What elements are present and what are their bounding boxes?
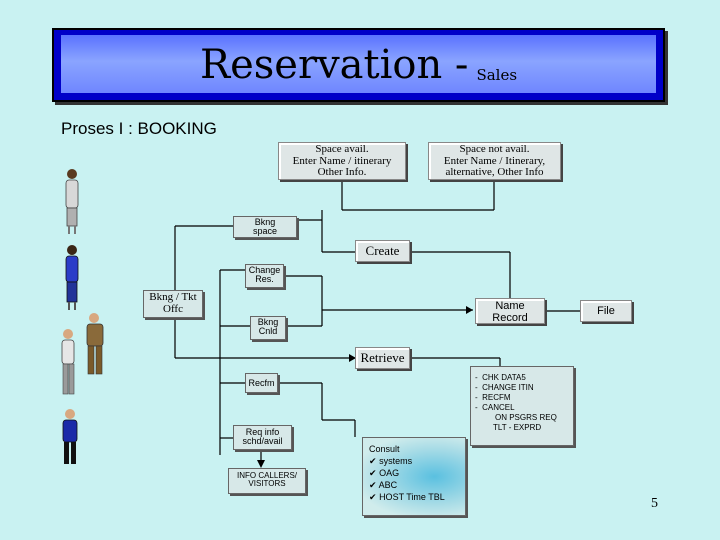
action-item: - CANCEL bbox=[475, 403, 515, 412]
file-box: File bbox=[580, 300, 632, 322]
actions-box: - CHK DATA5 - CHANGE ITIN - RECFM - CANC… bbox=[470, 366, 574, 446]
name-record-box: Name Record bbox=[475, 298, 545, 324]
space-not-avail-box: Space not avail. Enter Name / Itinerary,… bbox=[428, 142, 561, 180]
page-subtitle: Sales bbox=[476, 66, 518, 84]
consult-heading: Consult bbox=[369, 444, 400, 454]
page-title: Reservation - bbox=[199, 42, 469, 88]
action-extra: TLT - EXPRD bbox=[493, 423, 542, 432]
page-number: 5 bbox=[651, 496, 658, 511]
title-inner: Reservation - Sales bbox=[61, 35, 656, 93]
consult-item: ✔ systems bbox=[369, 456, 413, 466]
title-banner: Reservation - Sales bbox=[52, 28, 665, 102]
create-box: Create bbox=[355, 240, 410, 262]
action-extra: ON PSGRS REQ bbox=[495, 413, 557, 422]
bkng-space-box: Bkng space bbox=[233, 216, 297, 238]
bkng-cnld-box: Bkng Cnld bbox=[250, 316, 286, 340]
bkng-tkt-offc-box: Bkng / Tkt Offc bbox=[143, 290, 203, 318]
consult-item: ✔ OAG bbox=[369, 468, 400, 478]
space-avail-box: Space avail. Enter Name / itinerary Othe… bbox=[278, 142, 406, 180]
info-callers-box: INFO CALLERS/ VISITORS bbox=[228, 468, 306, 494]
action-item: - CHK DATA5 bbox=[475, 373, 526, 382]
retrieve-box: Retrieve bbox=[355, 347, 410, 369]
change-res-box: Change Res. bbox=[245, 264, 284, 288]
consult-item: ✔ HOST Time TBL bbox=[369, 492, 445, 502]
action-item: - RECFM bbox=[475, 393, 511, 402]
consult-box: Consult ✔ systems ✔ OAG ✔ ABC ✔ HOST Tim… bbox=[362, 437, 466, 516]
recfm-box: Recfm bbox=[245, 373, 278, 393]
section-heading: Proses I : BOOKING bbox=[61, 119, 217, 138]
req-info-box: Req info schd/avail bbox=[233, 425, 292, 450]
consult-item: ✔ ABC bbox=[369, 480, 398, 490]
action-item: - CHANGE ITIN bbox=[475, 383, 534, 392]
